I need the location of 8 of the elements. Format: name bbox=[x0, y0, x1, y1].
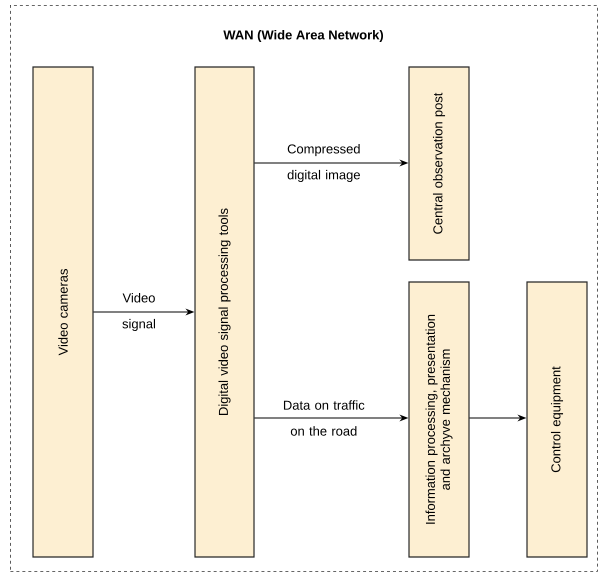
process-box: Control equipment bbox=[526, 281, 588, 558]
edge-label: Data on traffic on the road bbox=[284, 400, 364, 436]
process-box: Video cameras bbox=[32, 66, 94, 558]
edge-label: Video signal bbox=[122, 293, 156, 331]
process-box: Central observation post bbox=[408, 66, 470, 261]
process-box: Digital video signal processing tools bbox=[194, 66, 255, 558]
edge-label: Compressed digital image bbox=[288, 144, 360, 182]
process-box: Information processing, presentation and archyve mechanism bbox=[408, 281, 470, 558]
